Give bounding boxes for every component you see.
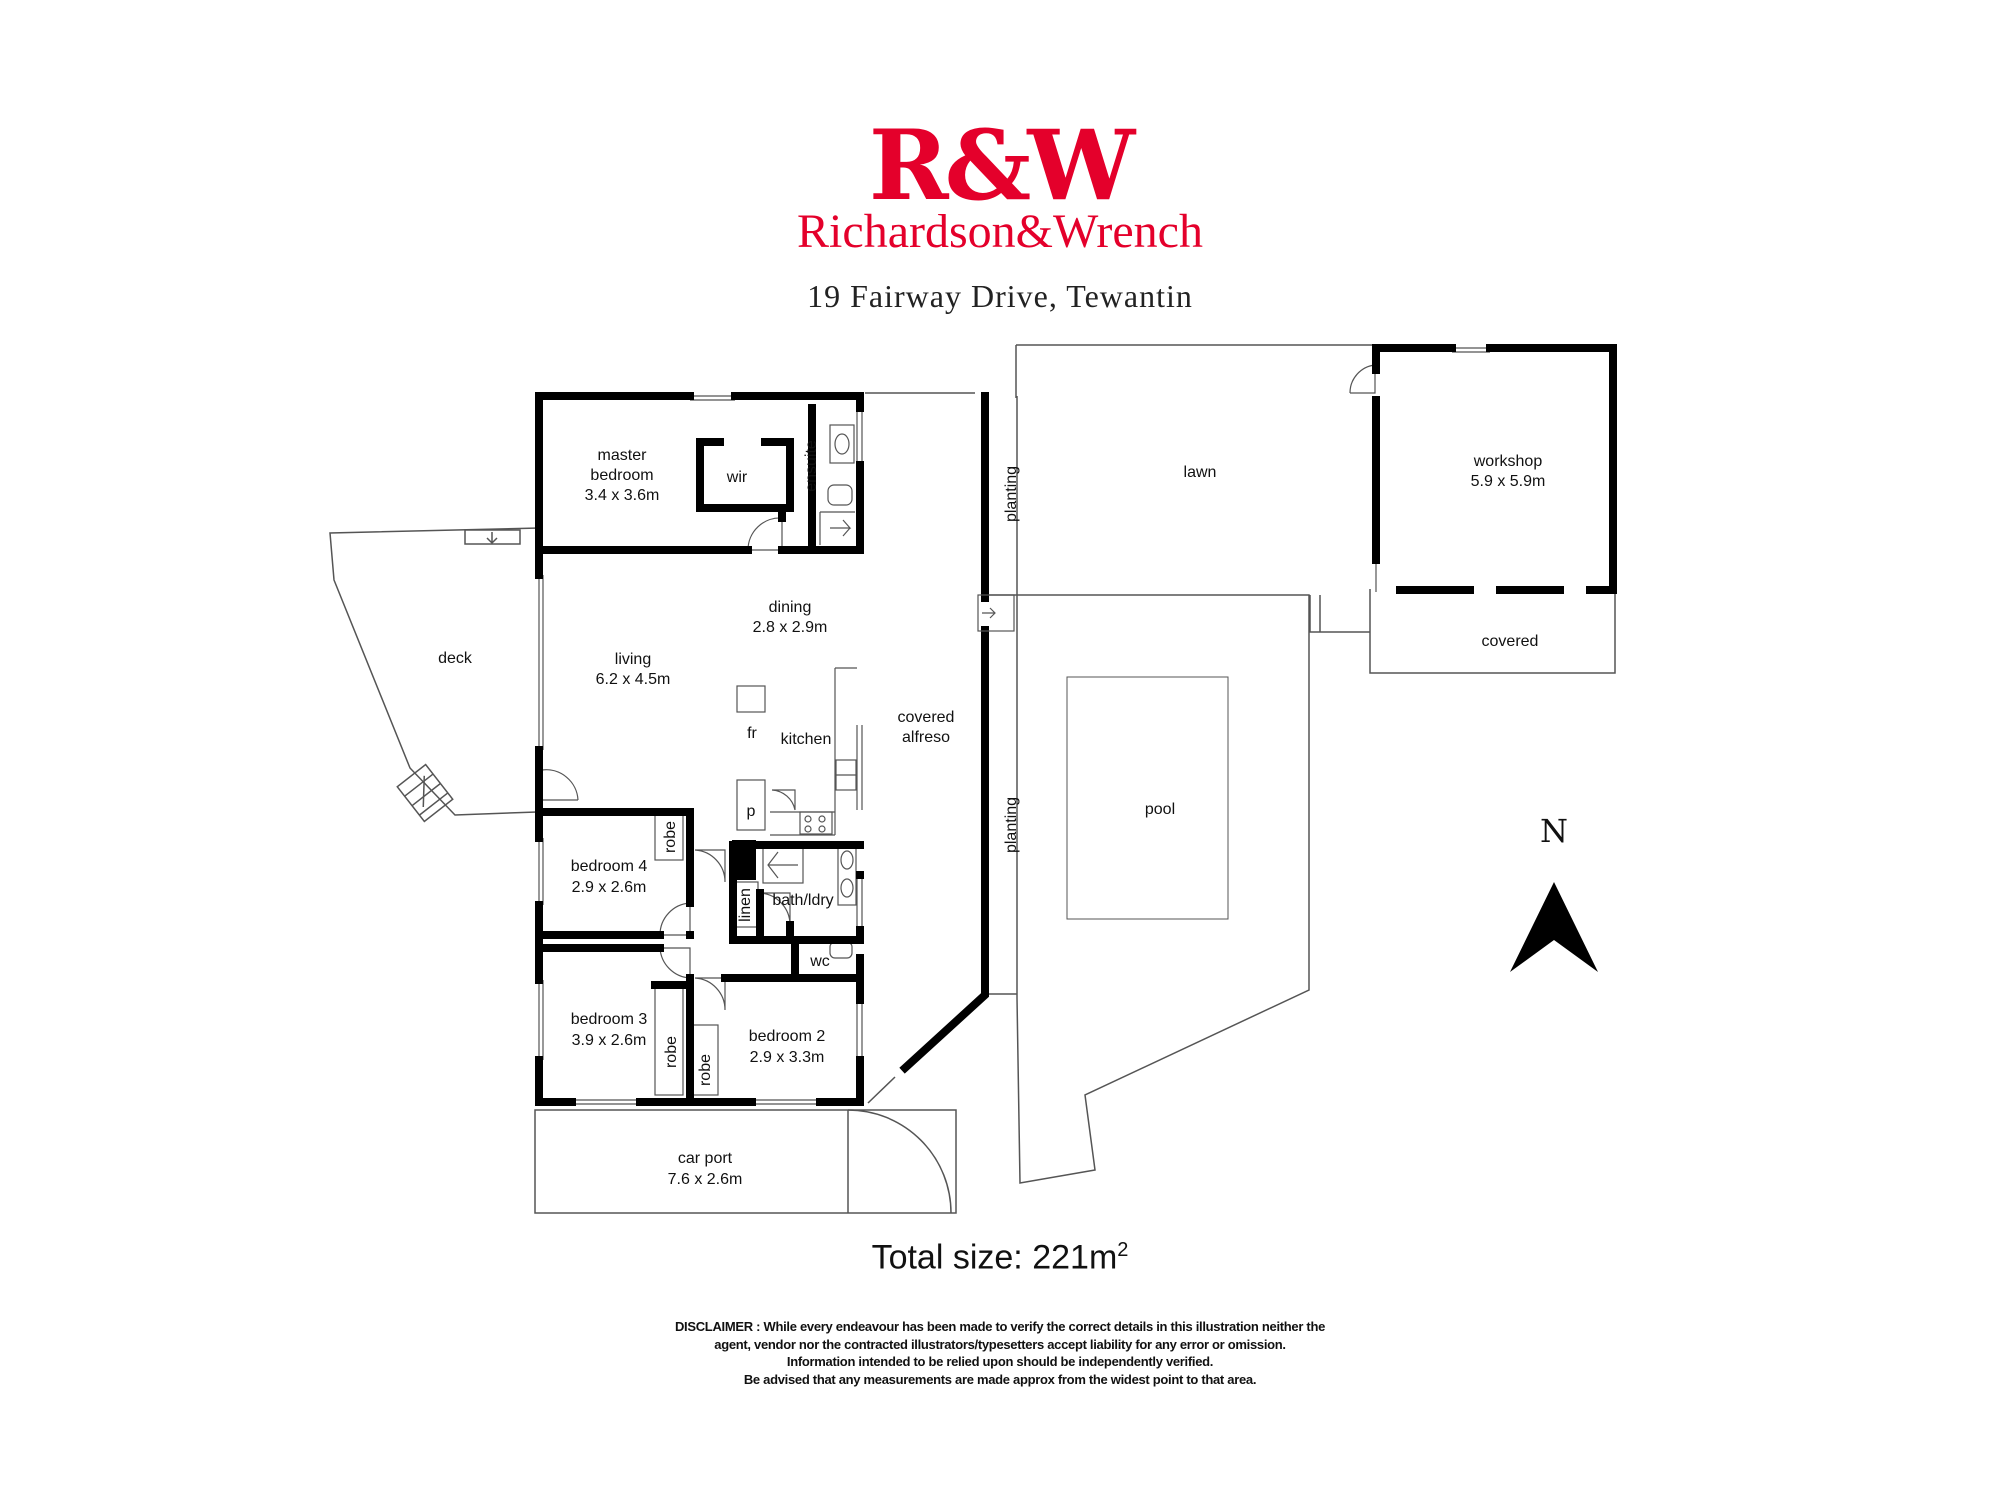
disclaimer-line: Information intended to be relied upon s… (786, 1354, 1214, 1369)
robe-b3-label: robe (663, 1036, 680, 1068)
wall-wir (696, 438, 794, 522)
living-size: 6.2 x 4.5m (596, 671, 671, 688)
wall-alfresco (899, 392, 989, 1074)
toilet (829, 941, 853, 959)
outer-wall-top (535, 392, 864, 412)
wall-workshop (1372, 344, 1617, 594)
wall-bath (729, 841, 864, 944)
wall-bedroom-3 (535, 944, 694, 1106)
basin (840, 850, 854, 870)
master-bedroom-label-2: bedroom (590, 467, 653, 484)
lawn-label: lawn (1184, 464, 1217, 481)
windows (538, 347, 1490, 1105)
wall-wc (791, 936, 864, 974)
pantry-label: p (747, 803, 756, 820)
fridge (736, 685, 766, 713)
planting-top-label: planting (1003, 466, 1020, 522)
covered-outline (1369, 589, 1616, 674)
dining-size: 2.8 x 2.9m (753, 619, 828, 636)
covered-alfresco-label-2: alfreso (902, 729, 950, 746)
fridge-label: fr (747, 725, 757, 742)
ensuite-shower (819, 511, 855, 545)
alfresco-outline (865, 392, 975, 1104)
living-label: living (615, 651, 651, 668)
master-bedroom-size: 3.4 x 3.6m (585, 487, 660, 504)
linen-label: linen (737, 888, 754, 922)
ensuite-basin (834, 433, 850, 455)
arrow-down-icon (486, 532, 498, 545)
brand-logo: R&W (868, 109, 1135, 222)
bedroom-3-label: bedroom 3 (571, 1011, 648, 1028)
pantry (736, 779, 766, 831)
north-label: N (1540, 812, 1568, 850)
bedroom-2-label: bedroom 2 (749, 1028, 826, 1045)
shower-icon (767, 851, 798, 879)
deck-label: deck (438, 650, 473, 667)
bedroom-4-label: bedroom 4 (571, 858, 648, 875)
cooktop-burner (818, 825, 826, 833)
lawn-outline (1015, 344, 1372, 398)
brand-name: Richardson&Wrench (797, 205, 1203, 258)
robe-b4-label: robe (662, 821, 679, 853)
pool (1066, 676, 1229, 920)
car-port-outline (534, 1109, 957, 1214)
north-arrow-icon (1510, 882, 1598, 972)
covered-alfresco-label: covered (898, 709, 955, 726)
ensuite-toilet (827, 484, 853, 506)
deck-outline (329, 527, 541, 816)
bedroom-4-size: 2.9 x 2.6m (572, 879, 647, 896)
chimney-block (732, 840, 756, 880)
kitchen-bench (770, 667, 857, 836)
planting-bottom-label: planting (1003, 797, 1020, 853)
bedroom-2-size: 2.9 x 3.3m (750, 1049, 825, 1066)
car-port-gate (847, 1109, 952, 1214)
master-bedroom-label: master (598, 447, 648, 464)
disclaimer-line: Be advised that any measurements are mad… (743, 1371, 1257, 1387)
pool-area-outline (985, 594, 1310, 1184)
workshop-label: workshop (1473, 453, 1543, 470)
arrow-right-icon (982, 607, 996, 619)
deck-door-marker (464, 529, 521, 545)
covered-label: covered (1482, 633, 1539, 650)
tub (840, 878, 854, 898)
cooktop-burner (804, 815, 812, 823)
total-size-value: 221m (1032, 1238, 1118, 1277)
gate-outline (1309, 595, 1370, 633)
cooktop-burner (804, 825, 812, 833)
planting-strip-outline (987, 396, 1018, 998)
disclaimer-line: agent, vendor nor the contracted illustr… (714, 1336, 1286, 1352)
car-port-size: 7.6 x 2.6m (668, 1171, 743, 1188)
property-address: 19 Fairway Drive, Tewantin (807, 278, 1193, 314)
disclaimer-line: DISCLAIMER : While every endeavour has b… (674, 1319, 1326, 1334)
robe-b2-label: robe (697, 1054, 714, 1086)
ensuite-label: ensuite (803, 440, 820, 492)
total-size-label: Total size: (871, 1238, 1023, 1277)
bedroom-3-size: 3.9 x 2.6m (572, 1032, 647, 1049)
deck-stairs (396, 763, 454, 823)
wall-bedroom-4 (535, 808, 694, 939)
vanity (837, 844, 857, 906)
wir-label: wir (726, 469, 748, 486)
workshop-size: 5.9 x 5.9m (1471, 473, 1546, 490)
ensuite-vanity (829, 424, 855, 464)
disclaimer: DISCLAIMER : While every endeavour has b… (0, 1318, 2000, 1388)
cooktop-burner (818, 815, 826, 823)
cooktop (799, 811, 833, 835)
bath-ldry-label: bath/ldry (772, 892, 833, 909)
kitchen-label: kitchen (781, 731, 832, 748)
dining-label: dining (769, 599, 812, 616)
total-size-sup: 2 (1117, 1239, 1129, 1261)
pool-label: pool (1145, 801, 1175, 818)
total-size: Total size: 221m2 (0, 1240, 2000, 1274)
wc-label: wc (809, 953, 830, 970)
car-port-label: car port (678, 1150, 733, 1167)
alfresco-post (977, 594, 1015, 632)
